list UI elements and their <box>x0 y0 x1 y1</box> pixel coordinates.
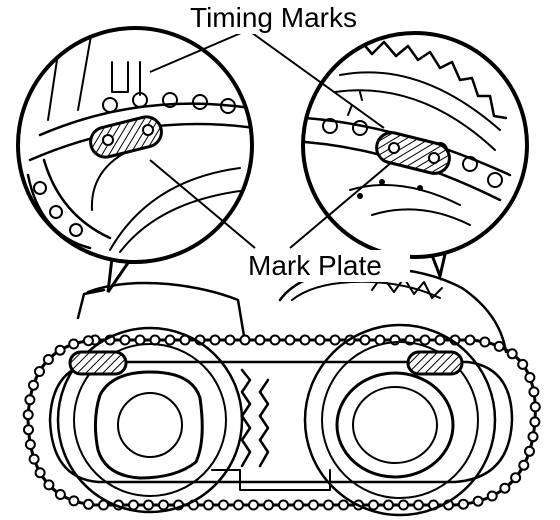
left-timing-mark-bracket <box>111 61 129 93</box>
chain-link-roller <box>419 334 431 346</box>
chain-link-roller <box>54 344 66 356</box>
chain-link-roller <box>28 453 40 465</box>
timing-marks-label: Timing Marks <box>190 2 357 33</box>
chain-link-roller <box>158 499 169 511</box>
chain-link-roller <box>528 386 540 398</box>
left-detail-callout <box>16 26 254 293</box>
chain-link-roller <box>209 334 221 346</box>
right-detail-callout <box>301 31 529 282</box>
chain-link-roller <box>248 499 259 511</box>
chain-link-roller <box>464 334 476 346</box>
chain-link-roller <box>529 401 541 413</box>
right-detail-sprocket-teeth <box>348 38 508 120</box>
chain-link-roller <box>510 472 522 484</box>
chain-link-roller <box>134 334 146 346</box>
chain-link-roller <box>293 499 304 511</box>
mark-plate-label: Mark Plate <box>248 250 382 281</box>
timing-marks-leader-left <box>149 29 249 73</box>
chain-link-roller <box>42 354 54 365</box>
chain-link-roller <box>68 495 80 507</box>
chain-link-roller <box>54 489 66 500</box>
chain-link-roller <box>398 499 409 511</box>
chain-link-roller <box>527 431 539 443</box>
timing-chain-inner <box>48 360 514 484</box>
chain-link-roller <box>486 490 498 502</box>
right-sprocket-body <box>303 323 497 517</box>
chain-link-roller <box>517 358 529 370</box>
chain-link-roller <box>457 498 469 510</box>
chain-link-roller <box>383 499 394 511</box>
left-sprocket-hub-opening <box>93 370 204 480</box>
chain-link-roller <box>413 499 424 511</box>
chain-link-roller <box>143 499 154 511</box>
chain-link-roller <box>338 499 349 511</box>
chain-link-roller <box>479 336 491 348</box>
mark-plate-leader-left <box>149 159 256 249</box>
chain-link-roller <box>499 482 511 494</box>
chain-link-roller <box>254 334 266 346</box>
chain-link-roller <box>68 338 80 350</box>
chain-link-roller <box>284 334 296 346</box>
chain-link-roller <box>203 499 214 511</box>
chain-link-roller <box>43 479 55 491</box>
chain-assembly <box>22 266 541 517</box>
chain-link-roller <box>299 334 311 346</box>
chain-link-roller <box>524 445 535 457</box>
timing-marks-label-bg <box>186 4 372 34</box>
mark-plate-left-assembly <box>68 350 128 376</box>
left-sprocket-hub <box>117 392 183 458</box>
mark-plate-label-bg <box>244 250 410 282</box>
chain-link-roller <box>218 499 229 511</box>
chain-link-roller <box>308 499 319 511</box>
chain-link-roller <box>164 334 176 346</box>
chain-link-roller <box>24 394 36 406</box>
chain-link-roller <box>128 499 139 511</box>
left-sprocket-body <box>56 326 244 514</box>
chain-link-roller <box>493 340 505 352</box>
chain-link-roller <box>224 334 236 346</box>
chain-link-roller <box>472 495 484 507</box>
chain-link-roller <box>323 499 334 511</box>
chain-link-roller <box>233 499 244 511</box>
chain-link-roller <box>368 499 379 511</box>
chain-link-roller <box>524 372 536 383</box>
chain-link-roller <box>263 499 274 511</box>
leader-lines <box>149 29 393 249</box>
timing-marks-leader-right <box>247 29 385 129</box>
chain-link-roller <box>529 416 541 428</box>
mark-plate-right-assembly <box>406 350 464 376</box>
left-housing-edge <box>76 288 106 320</box>
right-sprocket-hub <box>352 386 438 464</box>
chain-link-roller <box>24 439 36 450</box>
lower-chain-guide <box>211 469 331 491</box>
left-sprocket-tooth-edge <box>240 368 252 468</box>
chain-link-roller <box>518 459 530 471</box>
chain-link-roller <box>83 498 94 510</box>
chain-link-roller <box>434 334 446 346</box>
left-sprocket-face <box>73 343 227 497</box>
left-sprocket-housing <box>86 281 246 338</box>
chain-link-roller <box>82 335 94 347</box>
chain-link-roller <box>119 334 131 346</box>
chain-link-roller <box>506 348 518 360</box>
chain-link-roller <box>28 379 39 391</box>
mark-plate-leader-right <box>289 161 393 249</box>
chain-link-roller <box>22 409 34 421</box>
right-sprocket-tooth-edge <box>258 378 270 468</box>
right-sprocket-hub-opening <box>335 371 455 479</box>
chain-link-roller <box>359 334 371 346</box>
chain-link-roller <box>239 334 251 346</box>
chain-link-roller <box>314 334 326 346</box>
chain-link-roller <box>34 366 45 377</box>
chain-link-roller <box>269 334 281 346</box>
chain-link-roller <box>23 424 34 436</box>
chain-link-roller <box>329 334 341 346</box>
chain-link-roller <box>278 499 289 511</box>
right-sprocket-face <box>321 341 479 499</box>
chain-link-roller <box>34 467 46 479</box>
